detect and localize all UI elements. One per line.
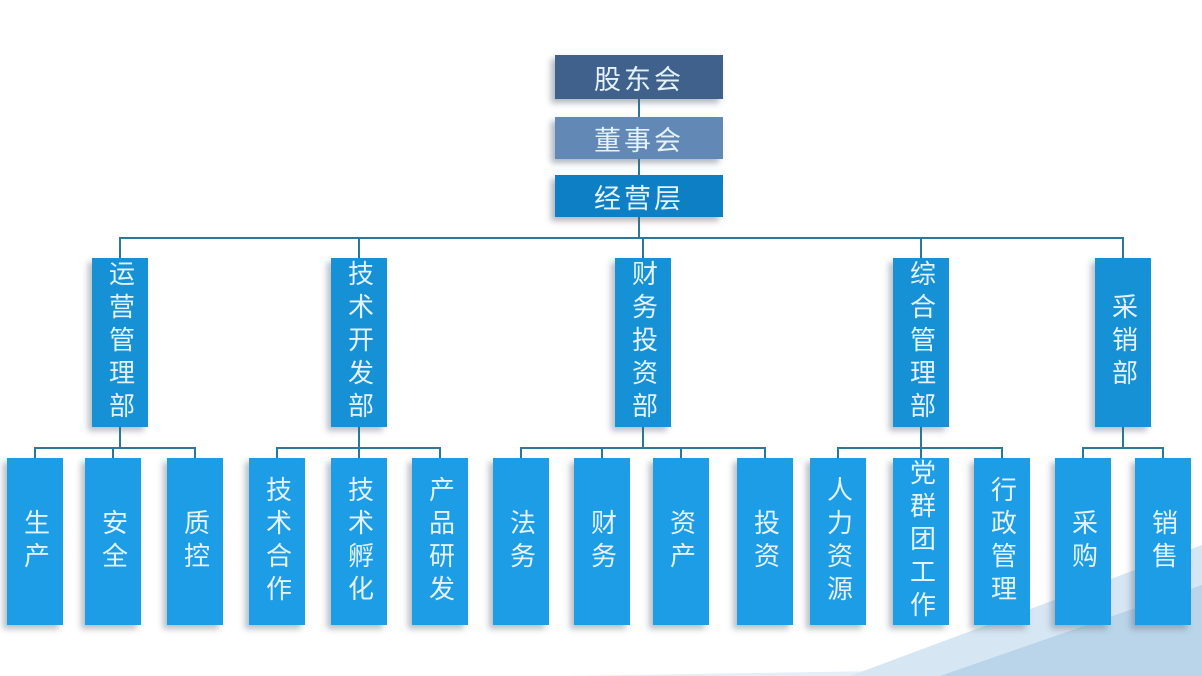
connector-line (1082, 447, 1084, 458)
unit-label: 技术孵化 (343, 475, 374, 608)
unit-admin-management: 行政管理 (974, 458, 1030, 625)
unit-label: 生产 (19, 508, 50, 575)
dept-technology-development: 技术开发部 (331, 258, 387, 427)
connector-line (34, 447, 36, 458)
unit-assets: 资产 (653, 458, 709, 625)
unit-label: 产品研发 (424, 475, 455, 608)
dept-label: 综合管理部 (905, 260, 936, 425)
connector-line (638, 159, 640, 175)
unit-label: 财务 (586, 508, 617, 575)
connector-line (276, 447, 278, 458)
unit-production: 生产 (7, 458, 63, 625)
unit-tech-incubation: 技术孵化 (331, 458, 387, 625)
connector-line (1001, 447, 1003, 458)
connector-line (642, 427, 644, 447)
connector-line (112, 447, 114, 458)
dept-finance-investment: 财务投资部 (615, 258, 671, 427)
unit-human-resources: 人力资源 (810, 458, 866, 625)
connector-line (119, 237, 121, 258)
connector-line (920, 447, 922, 458)
unit-procurement: 采购 (1055, 458, 1111, 625)
connector-line (358, 427, 360, 447)
unit-party-group-work: 党群团工作 (893, 458, 949, 625)
unit-label: 质控 (179, 508, 210, 575)
unit-label: 党群团工作 (905, 459, 936, 624)
connector-line (837, 447, 839, 458)
connector-line (1122, 427, 1124, 447)
connector-line (194, 447, 196, 458)
unit-legal: 法务 (493, 458, 549, 625)
connector-line (638, 217, 640, 237)
connector-line (680, 447, 682, 458)
unit-label: 行政管理 (986, 475, 1017, 608)
connector-line (920, 237, 922, 258)
dept-label: 技术开发部 (343, 260, 374, 425)
unit-label: 法务 (505, 508, 536, 575)
connector-line (1083, 447, 1163, 449)
unit-label: 人力资源 (822, 475, 853, 608)
dept-label: 采销部 (1107, 293, 1138, 392)
node-shareholders-meeting: 股东会 (555, 55, 723, 99)
unit-label: 技术合作 (261, 475, 292, 608)
unit-sales: 销售 (1135, 458, 1191, 625)
dept-general-management: 综合管理部 (893, 258, 949, 427)
connector-line (642, 237, 644, 258)
unit-label: 资产 (665, 508, 696, 575)
connector-line (638, 99, 640, 117)
dept-purchasing-sales: 采销部 (1095, 258, 1151, 427)
connector-line (439, 447, 441, 458)
node-board-of-directors: 董事会 (555, 117, 723, 159)
unit-quality-control: 质控 (167, 458, 223, 625)
connector-line (521, 447, 765, 449)
connector-line (920, 427, 922, 447)
dept-label: 运营管理部 (104, 260, 135, 425)
connector-line (119, 427, 121, 447)
connector-line (1122, 237, 1124, 258)
connector-line (120, 237, 1124, 239)
connector-line (764, 447, 766, 458)
connector-line (1162, 447, 1164, 458)
unit-safety: 安全 (85, 458, 141, 625)
unit-label: 采购 (1067, 508, 1098, 575)
unit-finance: 财务 (574, 458, 630, 625)
dept-operations-management: 运营管理部 (92, 258, 148, 427)
unit-investment: 投资 (737, 458, 793, 625)
connector-line (358, 447, 360, 458)
unit-label: 销售 (1147, 508, 1178, 575)
unit-label: 投资 (749, 508, 780, 575)
connector-line (520, 447, 522, 458)
connector-line (358, 237, 360, 258)
connector-line (35, 447, 195, 449)
node-management-level: 经营层 (555, 175, 723, 217)
dept-label: 财务投资部 (627, 260, 658, 425)
unit-tech-cooperation: 技术合作 (249, 458, 305, 625)
unit-product-rd: 产品研发 (412, 458, 468, 625)
connector-line (601, 447, 603, 458)
unit-label: 安全 (97, 508, 128, 575)
